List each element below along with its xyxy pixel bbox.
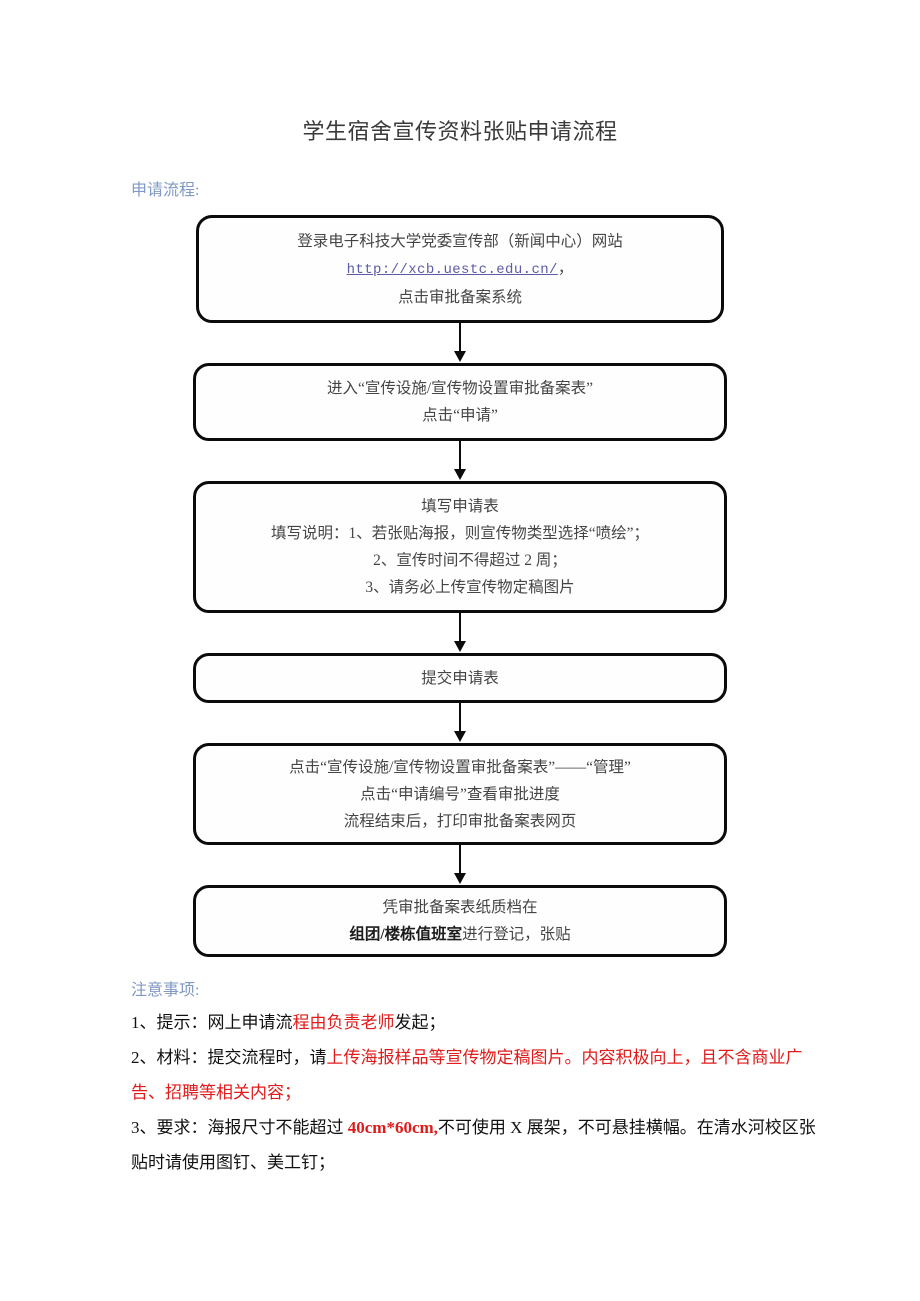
flow-step-submit-form[interactable]: 提交申请表 [193,653,727,703]
note-item-2-part1: 2、材料：提交流程时，请 [131,1048,327,1067]
flow-step-login-link-row: http://xcb.uestc.edu.cn/， [347,255,574,284]
flow-step-fill-form-note2: 2、宣传时间不得超过 2 周； [373,552,567,569]
note-item-1-highlight: 程由负责老师 [292,1013,395,1032]
flow-step-check-progress-line3: 流程结束后，打印审批备案表网页 [343,812,577,830]
flow-step-register-post-line2-rest: 进行登记，张贴 [462,926,571,943]
flow-step-login-link-suffix: ， [557,259,574,277]
note-item-2-highlight: 上传海报样品等宣传物定稿图片。内容积极向上，且不含商业广告、招聘等相关内容； [131,1048,803,1102]
notes-list: 1、提示：网上申请流程由负责老师发起； 2、材料：提交流程时，请上传海报样品等宣… [131,1005,831,1180]
note-item-3: 3、要求：海报尺寸不能超过 40cm*60cm,不可使用 X 展架，不可悬挂横幅… [131,1110,831,1180]
flow-step-register-post[interactable]: 凭审批备案表纸质档在 组团/楼栋值班室进行登记，张贴 [193,885,727,957]
flow-step-fill-form-title: 填写申请表 [421,498,499,515]
flow-step-enter-form[interactable]: 进入“宣传设施/宣传物设置审批备案表” 点击“申请” [193,363,727,441]
arrow-head-icon [454,351,466,362]
arrow-head-icon [454,641,466,652]
duty-room-emphasis: 组团/楼栋值班室 [349,926,463,943]
note-item-1-part1: 1、提示：网上申请流 [131,1013,293,1032]
note-item-3-part2: 不可使用 X 展架，不可悬挂横幅。在清水河校区张贴时请使用图钉、美工钉； [131,1118,816,1172]
flow-step-login[interactable]: 登录电子科技大学党委宣传部（新闻中心）网站 http://xcb.uestc.e… [196,215,724,323]
connector-arrow-1 [0,323,920,363]
flow-step-enter-form-line1: 进入“宣传设施/宣传物设置审批备案表” [326,380,594,397]
note-item-2: 2、材料：提交流程时，请上传海报样品等宣传物定稿图片。内容积极向上，且不含商业广… [131,1040,831,1110]
xcb-website-link[interactable]: http://xcb.uestc.edu.cn/ [346,261,558,278]
arrow-head-icon [454,469,466,480]
flow-step-check-progress-line2: 点击“申请编号”查看审批进度 [360,785,560,803]
apply-process-label: 申请流程: [131,182,200,199]
arrow-stem [459,845,461,875]
flow-step-submit-form-line1: 提交申请表 [421,669,499,687]
note-item-3-part1: 3、要求：海报尺寸不能超过 [131,1118,348,1137]
arrow-head-icon [454,731,466,742]
flow-step-register-post-line2: 组团/楼栋值班室进行登记，张贴 [349,921,570,948]
flow-step-check-progress[interactable]: 点击“宣传设施/宣传物设置审批备案表”——“管理” 点击“申请编号”查看审批进度… [193,743,727,845]
note-item-1: 1、提示：网上申请流程由负责老师发起； [131,1005,831,1040]
connector-arrow-2 [0,441,920,481]
flow-step-fill-form-note3: 3、请务必上传宣传物定稿图片 [365,579,575,596]
flow-step-login-line3: 点击审批备案系统 [397,288,522,306]
arrow-stem [459,441,461,471]
page-title: 学生宿舍宣传资料张贴申请流程 [302,119,618,144]
connector-arrow-5 [0,845,920,885]
arrow-stem [459,323,461,353]
flow-step-fill-form[interactable]: 填写申请表 填写说明：1、若张贴海报，则宣传物类型选择“喷绘”； 2、宣传时间不… [193,481,727,613]
arrow-stem [459,613,461,643]
flow-step-login-line1: 登录电子科技大学党委宣传部（新闻中心）网站 [297,232,623,250]
flow-step-check-progress-line1: 点击“宣传设施/宣传物设置审批备案表”——“管理” [289,758,631,776]
notice-label: 注意事项: [131,982,200,999]
flowchart: 登录电子科技大学党委宣传部（新闻中心）网站 http://xcb.uestc.e… [0,215,920,957]
flow-step-enter-form-line2: 点击“申请” [422,407,498,424]
arrow-head-icon [454,873,466,884]
connector-arrow-4 [0,703,920,743]
note-item-1-part2: 发起； [394,1013,446,1032]
flow-step-register-post-line1: 凭审批备案表纸质档在 [382,899,538,916]
arrow-stem [459,703,461,733]
flow-step-fill-form-note1: 填写说明：1、若张贴海报，则宣传物类型选择“喷绘”； [270,525,649,542]
connector-arrow-3 [0,613,920,653]
note-item-3-size-highlight: 40cm*60cm, [347,1118,438,1137]
